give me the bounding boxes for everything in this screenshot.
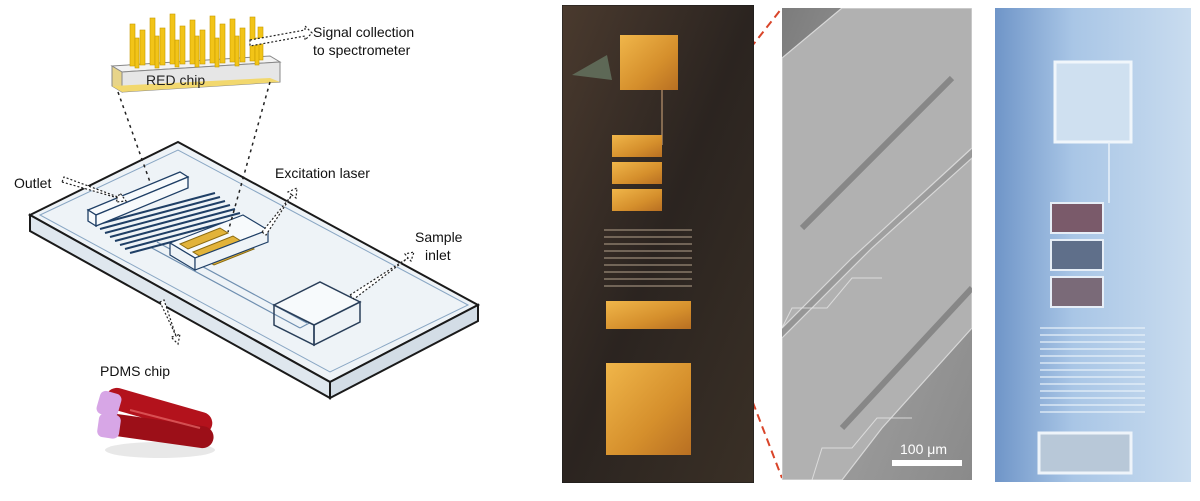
top-chamber [620,35,678,90]
mid-pad [606,301,691,329]
pdms-arrow-icon [159,299,181,346]
pdms-top-chamber [1053,60,1133,144]
device-schematic: RED chip Signal collection to spectromet… [0,0,545,496]
scale-bar-label: 100 μm [900,441,947,457]
signal-label-line1: Signal collection [313,24,414,40]
pdms-replica-photo [995,8,1191,482]
signal-label-line2: to spectrometer [313,42,411,58]
red-chip-label: RED chip [146,72,205,88]
sample-label-line1: Sample [415,229,463,245]
sem-terraces [782,8,972,480]
pdms-bottom-chamber [1037,431,1133,475]
outlet-arrow-icon [61,176,128,203]
sample-inlet-box [272,281,362,347]
photo-serpentine [604,229,692,287]
outlet-chamber [86,171,190,228]
detection-pads [612,135,662,211]
nanopillar-array [129,13,264,69]
scale-bar [892,460,962,466]
pdms-serpentine [1040,327,1145,413]
bottom-chamber [606,363,691,455]
signal-arrow-icon [249,24,313,47]
pdms-chip-label: PDMS chip [100,363,170,379]
red-chip: RED chip [110,13,282,93]
projection-lines [117,81,271,233]
excitation-label: Excitation laser [275,165,370,181]
sem-micrograph: 100 μm [782,8,972,480]
inlet-arrow-icon [349,251,415,300]
serpentine-mixer [94,192,251,254]
pdms-detection-wells [1050,202,1104,308]
device-photo [562,5,754,483]
detection-chambers [168,214,270,272]
sample-label-line2: inlet [425,247,451,263]
blood-tubes-icon [96,387,215,458]
laser-arrow-icon [261,187,298,236]
outlet-label: Outlet [14,175,51,191]
annotation-arrows [61,24,415,346]
